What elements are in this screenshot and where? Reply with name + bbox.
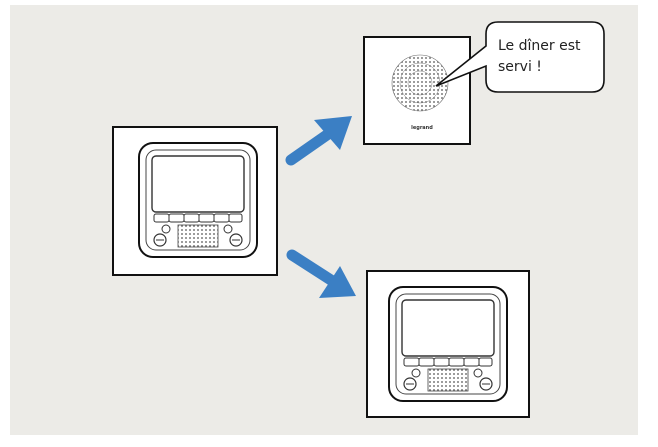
source-intercom-monitor — [112, 126, 278, 276]
speech-line-2: servi ! — [498, 59, 542, 75]
button-row — [153, 213, 243, 223]
monitor-screen — [151, 155, 245, 213]
speaker-unit — [363, 36, 471, 145]
arrow-to-speaker — [285, 116, 352, 166]
arrow-to-second-monitor — [286, 249, 356, 298]
speaker-brand-label: legrand — [411, 125, 433, 131]
speech-bubble-text: Le dîner est servi ! — [498, 36, 598, 78]
speech-bubble — [435, 21, 605, 93]
bell-icon — [161, 224, 171, 234]
speaker-grille-icon — [427, 368, 469, 392]
speaker-grille-icon — [177, 224, 219, 248]
destination-intercom-monitor — [366, 270, 530, 418]
speech-line-1: Le dîner est — [498, 38, 581, 54]
bell-icon — [411, 368, 421, 378]
button-row — [403, 357, 493, 367]
monitor-screen — [401, 299, 495, 357]
